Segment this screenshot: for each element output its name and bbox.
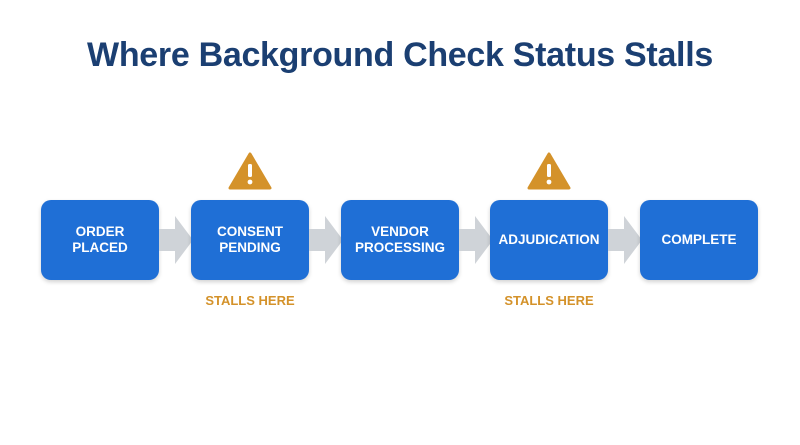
step-order-placed: ORDER PLACED	[41, 200, 159, 280]
step-label: VENDOR PROCESSING	[354, 224, 446, 255]
page-title: Where Background Check Status Stalls	[87, 36, 713, 74]
step-label: CONSENT PENDING	[216, 224, 283, 255]
step-complete: COMPLETE	[640, 200, 758, 280]
flow-arrow-icon	[309, 216, 343, 264]
stall-label: STALLS HERE	[504, 293, 594, 308]
step-label: ADJUDICATION	[498, 232, 600, 247]
flow-arrow-icon	[608, 216, 642, 264]
warning-triangle-icon	[527, 152, 571, 190]
warning-triangle-icon	[228, 152, 272, 190]
step-label: ORDER PLACED	[72, 224, 128, 255]
flow-arrow-icon	[459, 216, 493, 264]
flow-arrow-icon	[159, 216, 193, 264]
stall-label: STALLS HERE	[205, 293, 295, 308]
step-label: COMPLETE	[661, 232, 737, 247]
step-vendor-processing: VENDOR PROCESSING	[341, 200, 459, 280]
step-adjudication: ADJUDICATION	[490, 200, 608, 280]
step-consent-pending: CONSENT PENDING	[191, 200, 309, 280]
